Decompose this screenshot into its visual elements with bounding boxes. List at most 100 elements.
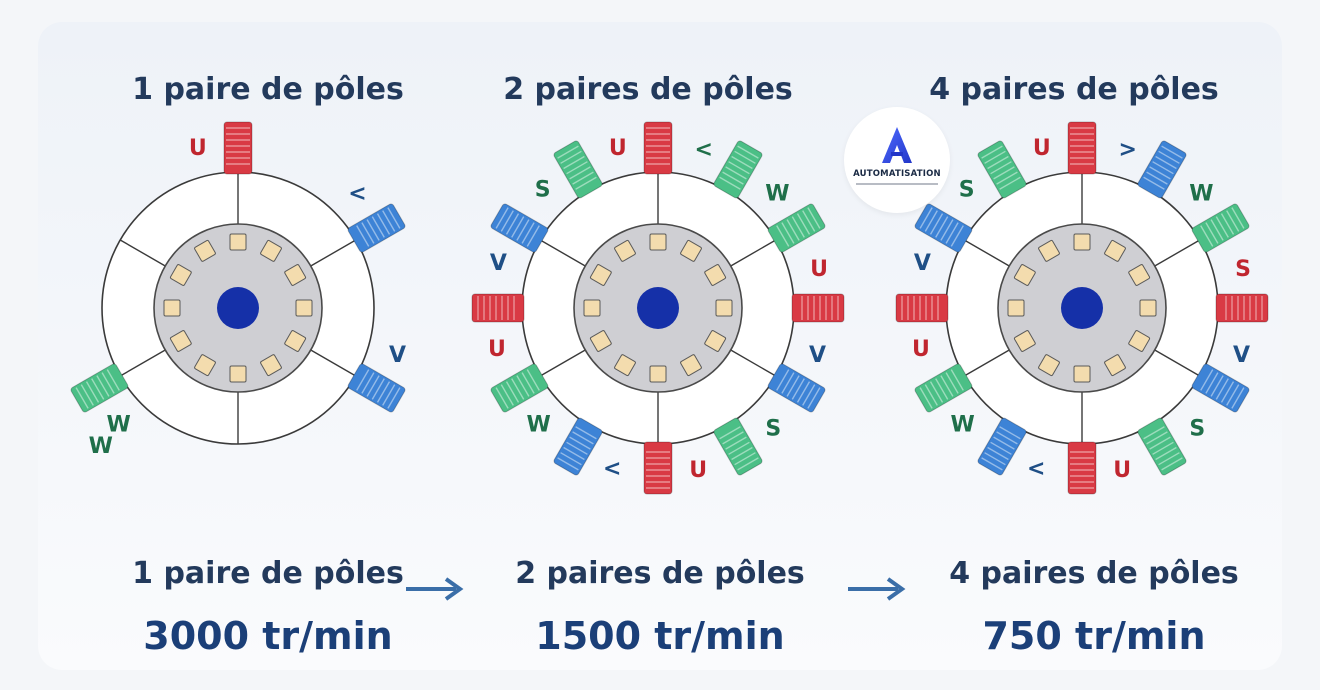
coil-label: W xyxy=(765,182,789,207)
coil-label: < xyxy=(1027,457,1045,482)
logo-underline xyxy=(856,183,938,185)
rotor-slot xyxy=(614,239,636,262)
stator-spoke xyxy=(963,239,1010,267)
logo-text: AUTOMATISATION xyxy=(853,169,941,179)
coil-u xyxy=(791,293,845,323)
speed-4-pole-pairs: 750 tr/min xyxy=(982,614,1206,658)
rotor-slot xyxy=(1007,299,1025,317)
rotor-slot xyxy=(1038,354,1060,377)
stator-spoke xyxy=(539,349,586,377)
coil-v xyxy=(347,203,406,253)
coil-label: < xyxy=(348,182,366,207)
coil-label: V xyxy=(1233,343,1250,368)
stator-spoke xyxy=(119,239,166,267)
coil-label: S xyxy=(959,178,975,203)
rotor-slot xyxy=(194,354,216,377)
coil-w xyxy=(914,363,973,413)
speed-1-pole-pair: 3000 tr/min xyxy=(143,614,393,658)
coil-label: S xyxy=(1189,416,1205,441)
rotor-slot xyxy=(704,330,727,352)
coil-label: W xyxy=(950,412,974,437)
coil-label: V xyxy=(389,343,406,368)
right-arrow-icon xyxy=(406,577,464,601)
rotor-slot xyxy=(229,365,247,383)
rotor-slot xyxy=(284,264,307,286)
rotor-slot xyxy=(614,354,636,377)
diagram-card: 1 paire de pôles 2 paires de pôles 4 pai… xyxy=(38,22,1282,670)
rotor-slot xyxy=(589,264,612,286)
coil-label: U xyxy=(912,337,930,362)
coil-w xyxy=(553,140,603,199)
rotor-slot xyxy=(1073,365,1091,383)
coil-u xyxy=(643,441,673,495)
rotor-slot xyxy=(1073,233,1091,251)
rotor-shaft xyxy=(1061,287,1103,329)
rotor-slot xyxy=(229,233,247,251)
speed-2-pole-pairs: 1500 tr/min xyxy=(535,614,785,658)
coil-u xyxy=(1215,293,1269,323)
rotor-slot xyxy=(284,330,307,352)
title-2-pole-pairs: 2 paires de pôles xyxy=(503,72,793,107)
coil-label: U xyxy=(189,136,207,161)
stator-spoke xyxy=(119,349,166,377)
rotor-slot xyxy=(1139,299,1157,317)
rotor-slot xyxy=(194,239,216,262)
rotor-slot xyxy=(680,354,702,377)
coil-label: > xyxy=(1119,137,1137,162)
rotor-slot xyxy=(163,299,181,317)
label-4-pole-pairs: 4 paires de pôles xyxy=(949,556,1239,591)
label-1-pole-pair: 1 paire de pôles xyxy=(132,556,404,591)
stator-spoke xyxy=(730,239,777,267)
rotor-slot xyxy=(1104,239,1126,262)
stator-spoke xyxy=(730,349,777,377)
coil-w xyxy=(977,140,1027,199)
stator-spoke xyxy=(1154,239,1201,267)
coil-u xyxy=(895,293,949,323)
stator-panel-1: U < W V W xyxy=(70,121,406,459)
rotor-slot xyxy=(680,239,702,262)
coil-v xyxy=(553,417,603,476)
rotor-slot xyxy=(583,299,601,317)
coil-label: S xyxy=(1235,257,1251,282)
rotor-slot xyxy=(649,233,667,251)
coil-u xyxy=(643,121,673,175)
logo-a-icon xyxy=(882,127,912,163)
coil-w xyxy=(713,140,763,199)
coil-w xyxy=(1191,203,1250,253)
coil-label: W xyxy=(89,434,113,459)
rotor-slot xyxy=(1013,264,1036,286)
rotor-slot xyxy=(1128,264,1151,286)
coil-label: < xyxy=(695,137,713,162)
coil-label: U xyxy=(689,458,707,483)
coil-label: S xyxy=(535,178,551,203)
stator-spoke xyxy=(310,349,357,377)
coil-v xyxy=(1191,363,1250,413)
rotor-shaft xyxy=(637,287,679,329)
stator-spoke xyxy=(1154,349,1201,377)
coil-label: < xyxy=(603,457,621,482)
coil-label: V xyxy=(490,251,507,276)
rotor-slot xyxy=(1038,239,1060,262)
coil-w xyxy=(70,363,129,413)
stator-spoke xyxy=(310,239,357,267)
coil-label: V xyxy=(914,251,931,276)
stator-spoke xyxy=(963,349,1010,377)
coil-v xyxy=(490,203,549,253)
coil-v xyxy=(1137,140,1187,199)
coil-v xyxy=(914,203,973,253)
coil-label: U xyxy=(810,257,828,282)
coil-label: W xyxy=(106,412,130,437)
coil-v xyxy=(977,417,1027,476)
coil-u xyxy=(1067,121,1097,175)
rotor-slot xyxy=(169,330,192,352)
coil-w xyxy=(713,417,763,476)
coil-v xyxy=(767,363,826,413)
rotor-slot xyxy=(260,354,282,377)
coil-w xyxy=(1137,417,1187,476)
automatisation-logo: AUTOMATISATION xyxy=(844,107,950,213)
right-arrow-icon xyxy=(848,577,906,601)
coil-label: U xyxy=(1033,136,1051,161)
